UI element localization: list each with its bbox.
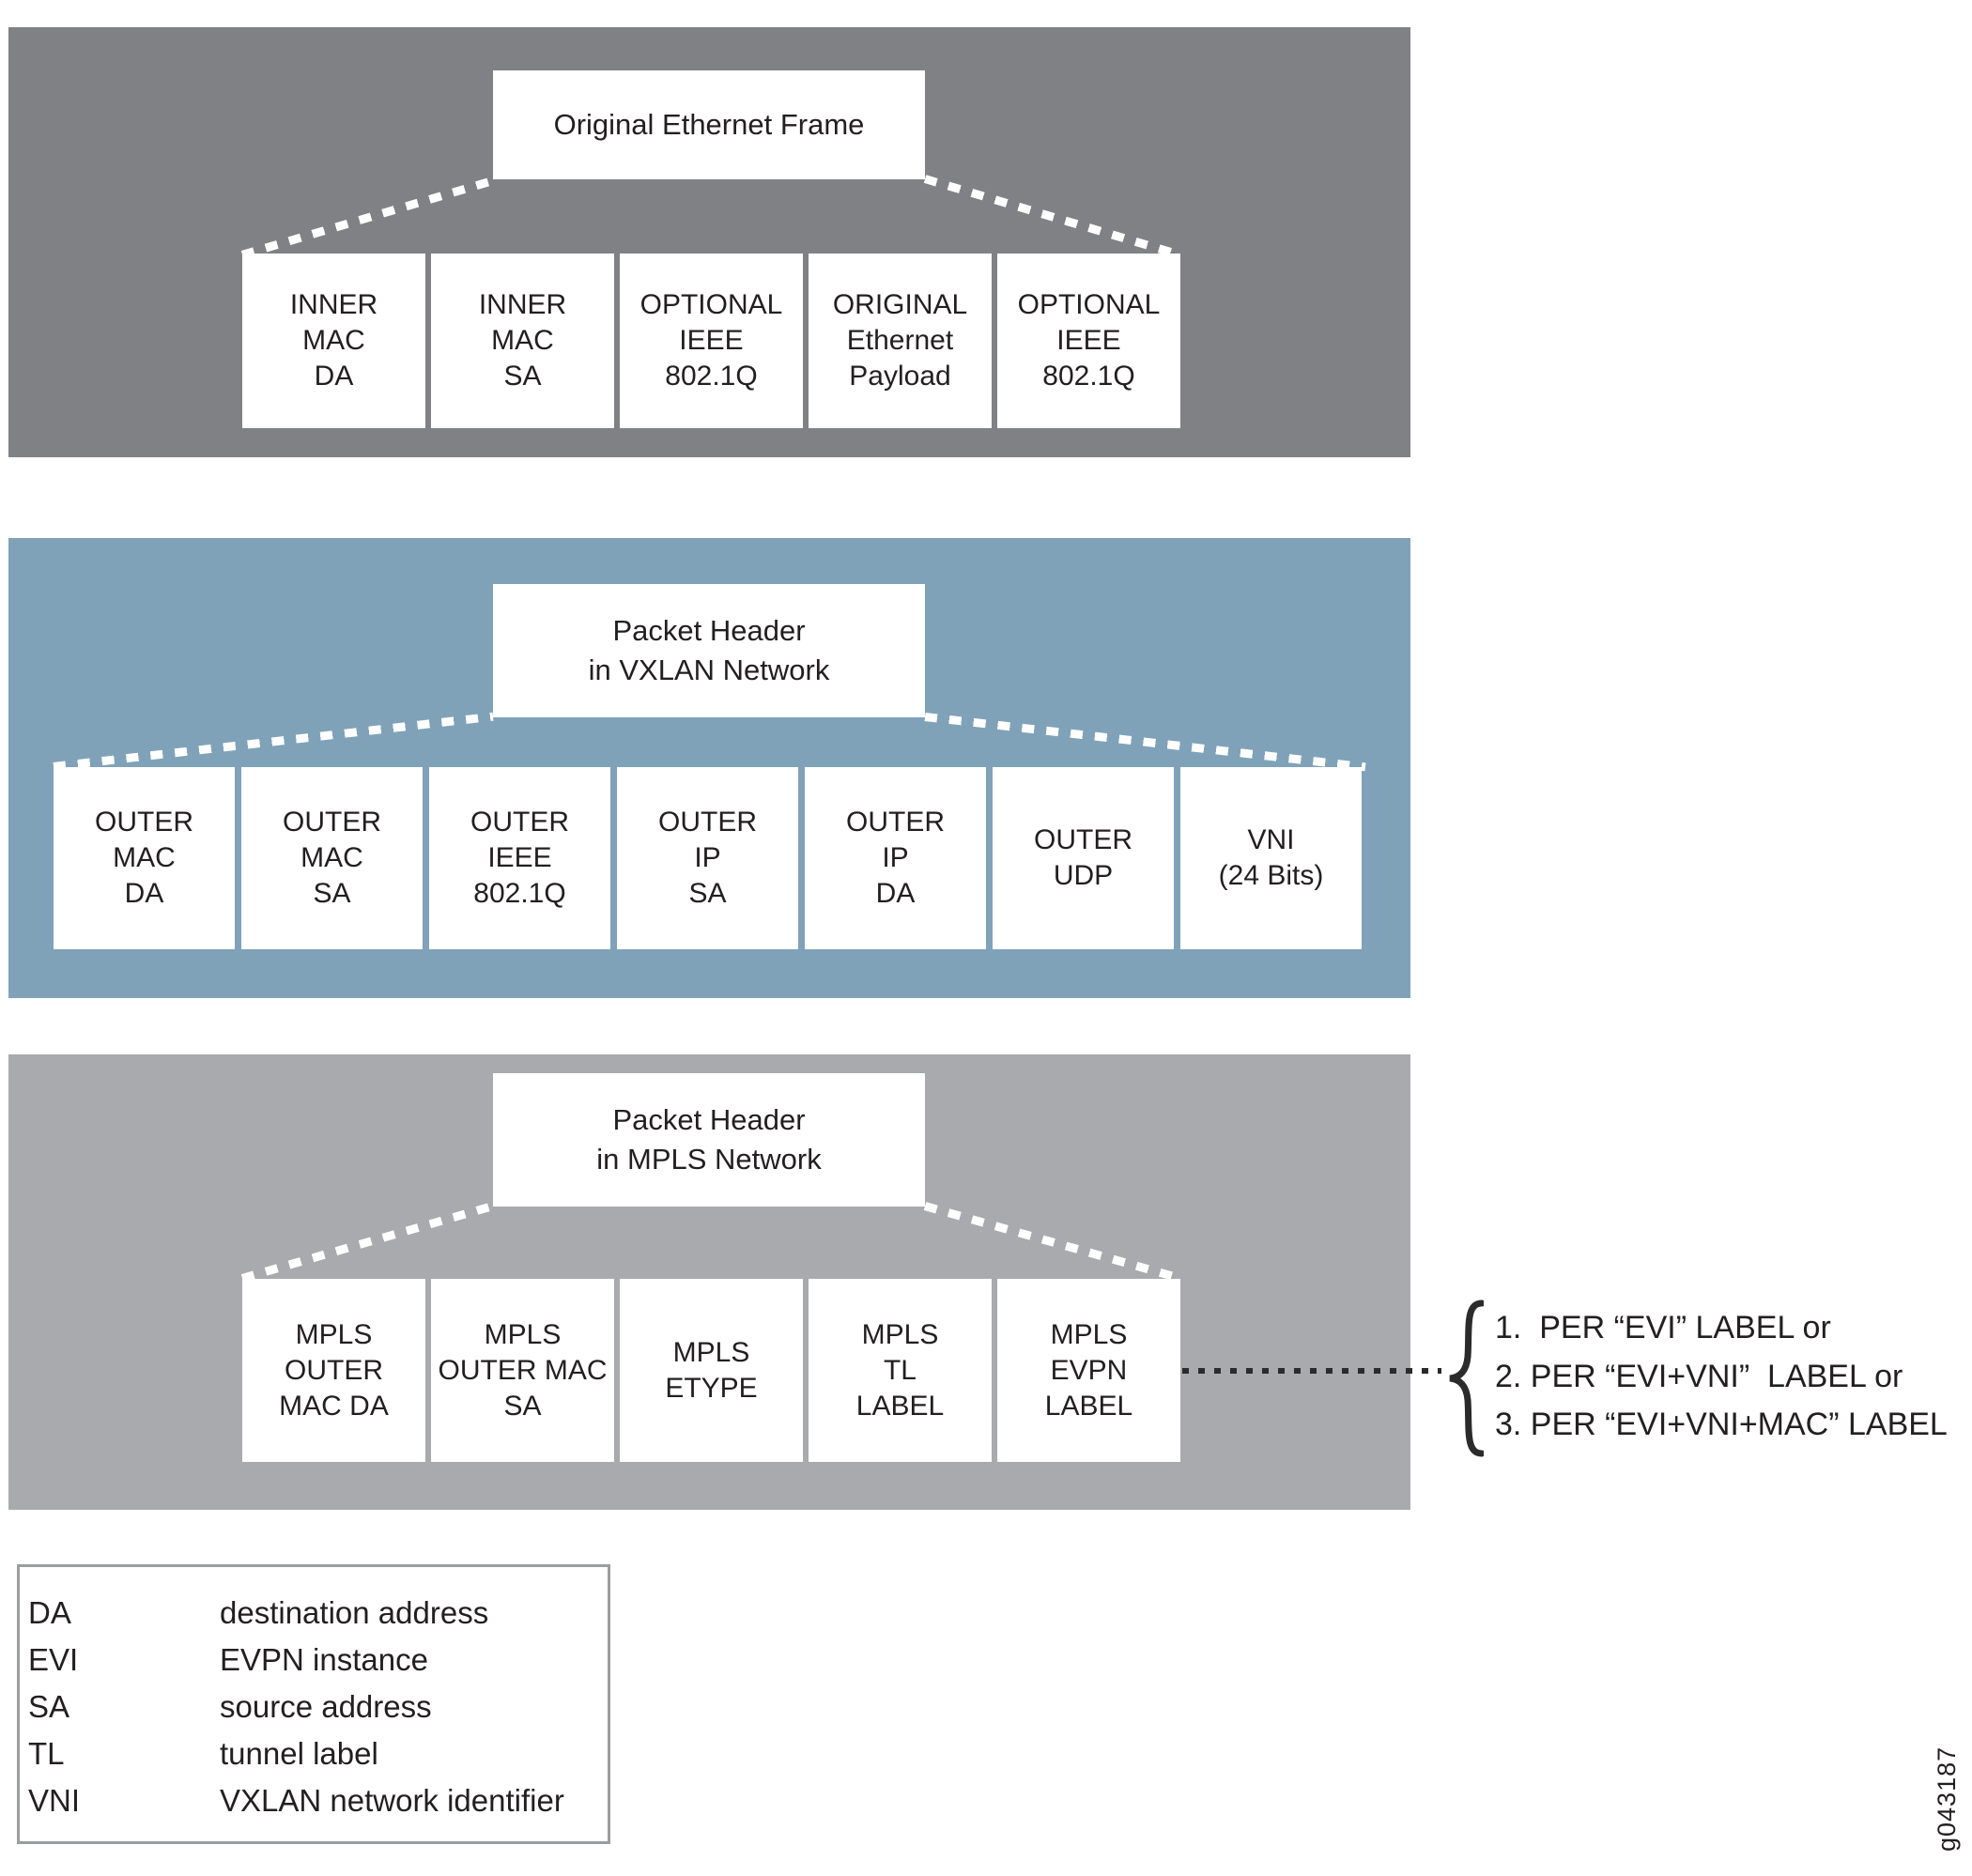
legend-abbr: DA	[28, 1595, 71, 1630]
field-box-mpls-outer-mac-sa: MPLS OUTER MAC SA	[431, 1279, 614, 1462]
left-curly-brace-icon	[1449, 1299, 1484, 1457]
annotation-option-3: 3. PER “EVI+VNI+MAC” LABEL	[1495, 1407, 1948, 1442]
legend-abbr: EVI	[28, 1642, 79, 1677]
legend-definition: tunnel label	[220, 1736, 378, 1771]
title-label: Original Ethernet Frame	[553, 108, 865, 141]
legend-abbr: VNI	[28, 1783, 81, 1818]
field-box-outer-udp: OUTER UDP	[993, 767, 1174, 949]
title-vxlan-header: Packet Header in VXLAN Network	[493, 584, 925, 717]
field-row-vxlan: OUTER MAC DA OUTER MAC SA OUTER IEEE 802…	[54, 767, 1362, 949]
legend-abbr: SA	[28, 1689, 70, 1724]
dotted-connector-evpn-label	[1182, 1368, 1441, 1374]
legend-row-tl: TL tunnel label	[28, 1730, 608, 1777]
field-box-mpls-tl-label: MPLS TL LABEL	[809, 1279, 992, 1462]
legend-row-vni: VNI VXLAN network identifier	[28, 1777, 608, 1824]
annotation-option-1: 1. PER “EVI” LABEL or	[1495, 1310, 1831, 1345]
field-box-inner-mac-sa: INNER MAC SA	[431, 254, 614, 428]
abbreviation-legend: DA destination address EVI EVPN instance…	[17, 1564, 610, 1844]
field-box-vni: VNI (24 Bits)	[1180, 767, 1362, 949]
legend-row-da: DA destination address	[28, 1590, 608, 1637]
legend-definition: EVPN instance	[220, 1642, 428, 1677]
title-mpls-header: Packet Header in MPLS Network	[493, 1073, 925, 1207]
legend-row-evi: EVI EVPN instance	[28, 1637, 608, 1684]
annotation-option-2: 2. PER “EVI+VNI” LABEL or	[1495, 1359, 1903, 1394]
legend-definition: VXLAN network identifier	[220, 1783, 564, 1818]
legend-definition: source address	[220, 1689, 432, 1724]
field-box-inner-mac-da: INNER MAC DA	[242, 254, 425, 428]
field-box-optional-8021q-1: OPTIONAL IEEE 802.1Q	[620, 254, 803, 428]
field-box-mpls-etype: MPLS ETYPE	[620, 1279, 803, 1462]
title-label: Packet Header in MPLS Network	[596, 1103, 822, 1176]
field-box-outer-ip-sa: OUTER IP SA	[617, 767, 798, 949]
title-label: Packet Header in VXLAN Network	[588, 614, 830, 686]
field-box-mpls-evpn-label: MPLS EVPN LABEL	[997, 1279, 1180, 1462]
field-box-outer-8021q: OUTER IEEE 802.1Q	[429, 767, 610, 949]
field-box-original-payload: ORIGINAL Ethernet Payload	[809, 254, 992, 428]
field-row-ethernet: INNER MAC DA INNER MAC SA OPTIONAL IEEE …	[242, 254, 1180, 428]
field-box-mpls-outer-mac-da: MPLS OUTER MAC DA	[242, 1279, 425, 1462]
field-box-outer-ip-da: OUTER IP DA	[805, 767, 986, 949]
figure-id: g043187	[1933, 1745, 1961, 1852]
legend-row-sa: SA source address	[28, 1684, 608, 1730]
field-box-outer-mac-sa: OUTER MAC SA	[241, 767, 423, 949]
field-box-outer-mac-da: OUTER MAC DA	[54, 767, 235, 949]
legend-abbr: TL	[28, 1736, 65, 1771]
field-box-optional-8021q-2: OPTIONAL IEEE 802.1Q	[997, 254, 1180, 428]
field-row-mpls: MPLS OUTER MAC DA MPLS OUTER MAC SA MPLS…	[242, 1279, 1180, 1462]
legend-definition: destination address	[220, 1595, 489, 1630]
title-original-ethernet-frame: Original Ethernet Frame	[493, 70, 925, 179]
